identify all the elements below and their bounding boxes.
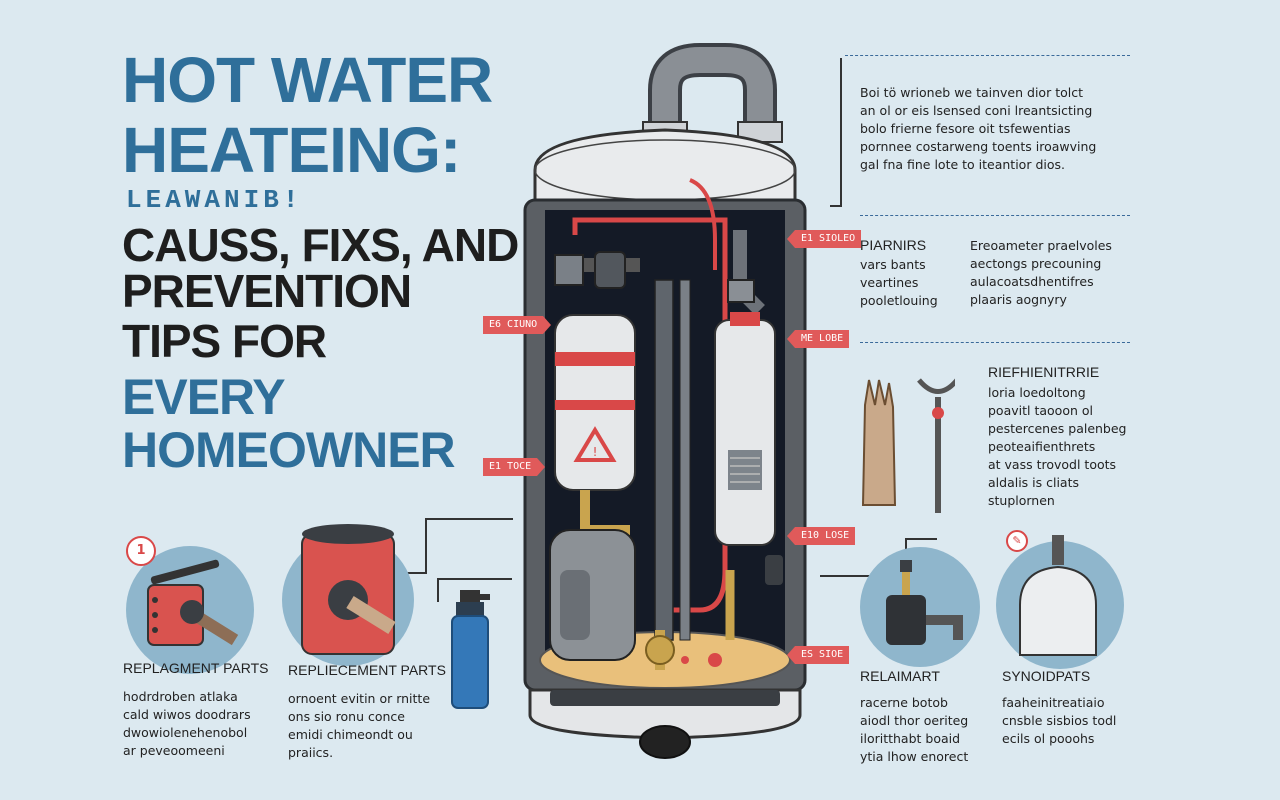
- item4-line: cnsble sisbios todl: [1002, 713, 1117, 728]
- title-line-2: HEATEING:: [122, 114, 461, 186]
- callout-tag: E6 CIUNO: [483, 316, 552, 334]
- item3-line: racerne botob: [860, 695, 948, 710]
- item2-heading: REPLIECEMENT PARTS: [288, 662, 446, 678]
- replacement-parts-illustration-1: [126, 546, 254, 674]
- item1-line: hodrdroben atlaka: [123, 689, 238, 704]
- item3-heading: RELAIMART: [860, 668, 940, 684]
- callout-tag: ME LOBE: [786, 330, 850, 348]
- title-line-3: LEAWANIB!: [126, 185, 303, 215]
- item3-text: racerne botob aiodl thor oeriteg iloritt…: [860, 694, 968, 766]
- divider-dashed: [845, 55, 1130, 56]
- spray-bottle-icon: [451, 590, 490, 709]
- item4-line: ecils ol pooohs: [1002, 731, 1095, 746]
- refurb-heading: RIEFHIENITRRIE: [988, 364, 1100, 380]
- item4-line: faaheinitreatiaio: [1002, 695, 1105, 710]
- connector-line: [830, 205, 842, 207]
- subtitle-line-3: TIPS FOR: [122, 315, 327, 367]
- parts-line: Ereoameter praelvoles: [970, 238, 1112, 253]
- connector-line: [425, 518, 513, 520]
- intro-line: an ol or eis lsensed coni lreantsicting: [860, 103, 1093, 118]
- parts-line: aulacoatsdhentifres: [970, 274, 1094, 289]
- parts-line: veartines: [860, 275, 919, 290]
- refurb-text: loria loedoltong poavitl taooon ol peste…: [988, 384, 1127, 510]
- item2-line: praiics.: [288, 745, 334, 760]
- callout-tag: E1 SIOLEO: [786, 230, 862, 248]
- subtitle-line-4: EVERY: [122, 369, 286, 425]
- refurb-line: loria loedoltong: [988, 385, 1086, 400]
- connector-line: [425, 518, 427, 573]
- subtitle-line-1: CAUSS, FIXS, AND: [122, 219, 519, 271]
- item2-text: ornoent evitin or rnitte ons sio ronu co…: [288, 690, 430, 762]
- item3-line: aiodl thor oeriteg: [860, 713, 969, 728]
- connector-line: [403, 572, 427, 574]
- relief-valve-illustration: [860, 547, 980, 667]
- intro-line: bolo frierne fesore oit tsfewentias: [860, 121, 1071, 136]
- anode-rod-illustration: [996, 535, 1124, 669]
- item1-line: dwowiolenehenobol: [123, 725, 248, 740]
- connector-line: [437, 578, 439, 602]
- intro-line: pornnee costarweng toents iroawving: [860, 139, 1097, 154]
- divider-dashed: [860, 342, 1130, 343]
- item2-line: ornoent evitin or rnitte: [288, 691, 431, 706]
- parts-line: aectongs precouning: [970, 256, 1102, 271]
- title-line-1: HOT WATER: [122, 44, 493, 116]
- parts-column-2: Ereoameter praelvoles aectongs precounin…: [970, 237, 1112, 309]
- intro-line: gal fna fine lote to iteantior dios.: [860, 157, 1065, 172]
- tools-icon: [861, 378, 955, 513]
- intro-paragraph: Boi tö wrioneb we tainven dior tolct an …: [860, 84, 1130, 174]
- refurb-line: stuplornen: [988, 493, 1055, 508]
- svg-text:!: !: [593, 445, 598, 459]
- item1-text: hodrdroben atlaka cald wiwos doodrars dw…: [123, 688, 251, 760]
- water-heater-illustration: !: [523, 43, 807, 759]
- connector-line: [437, 578, 512, 580]
- item2-line: emidi chimeondt ou: [288, 727, 413, 742]
- refurb-line: poavitl taooon ol: [988, 403, 1093, 418]
- parts-line: plaaris aognyry: [970, 292, 1067, 307]
- item4-heading: SYNOIDPATS: [1002, 668, 1091, 684]
- step-badge: 1: [126, 536, 156, 566]
- item1-line: cald wiwos doodrars: [123, 707, 251, 722]
- replacement-parts-illustration-2: [282, 524, 414, 666]
- item2-line: ons sio ronu conce: [288, 709, 405, 724]
- item4-text: faaheinitreatiaio cnsble sisbios todl ec…: [1002, 694, 1116, 748]
- parts-column-1: vars bants veartines pooletlouing: [860, 256, 938, 310]
- wrench-icon: ✎: [1006, 530, 1028, 552]
- parts-line: pooletlouing: [860, 293, 938, 308]
- refurb-line: at vass trovodl toots: [988, 457, 1117, 472]
- refurb-line: pestercenes palenbeg: [988, 421, 1127, 436]
- refurb-line: peoteaifienthrets: [988, 439, 1096, 454]
- item1-heading: REPLAGMENT PARTS: [123, 660, 269, 676]
- intro-line: Boi tö wrioneb we tainven dior tolct: [860, 85, 1083, 100]
- callout-tag: E1 TOCE: [483, 458, 546, 476]
- connector-line: [905, 538, 937, 540]
- connector-line: [820, 575, 885, 577]
- refurb-line: aldalis is cliats: [988, 475, 1080, 490]
- subtitle-line-5: HOMEOWNER: [122, 422, 456, 478]
- item3-line: ytia lhow enorect: [860, 749, 969, 764]
- callout-tag: E10 LOSE: [786, 527, 856, 545]
- subtitle-line-2: PREVENTION: [122, 265, 412, 317]
- item3-line: iloritthabt boaid: [860, 731, 961, 746]
- divider-dashed: [860, 215, 1130, 216]
- parts-line: vars bants: [860, 257, 926, 272]
- item1-line: ar peveoomeeni: [123, 743, 225, 758]
- connector-line: [840, 58, 842, 206]
- callout-tag: ES SIOE: [786, 646, 850, 664]
- parts-heading: PIARNIRS: [860, 237, 927, 253]
